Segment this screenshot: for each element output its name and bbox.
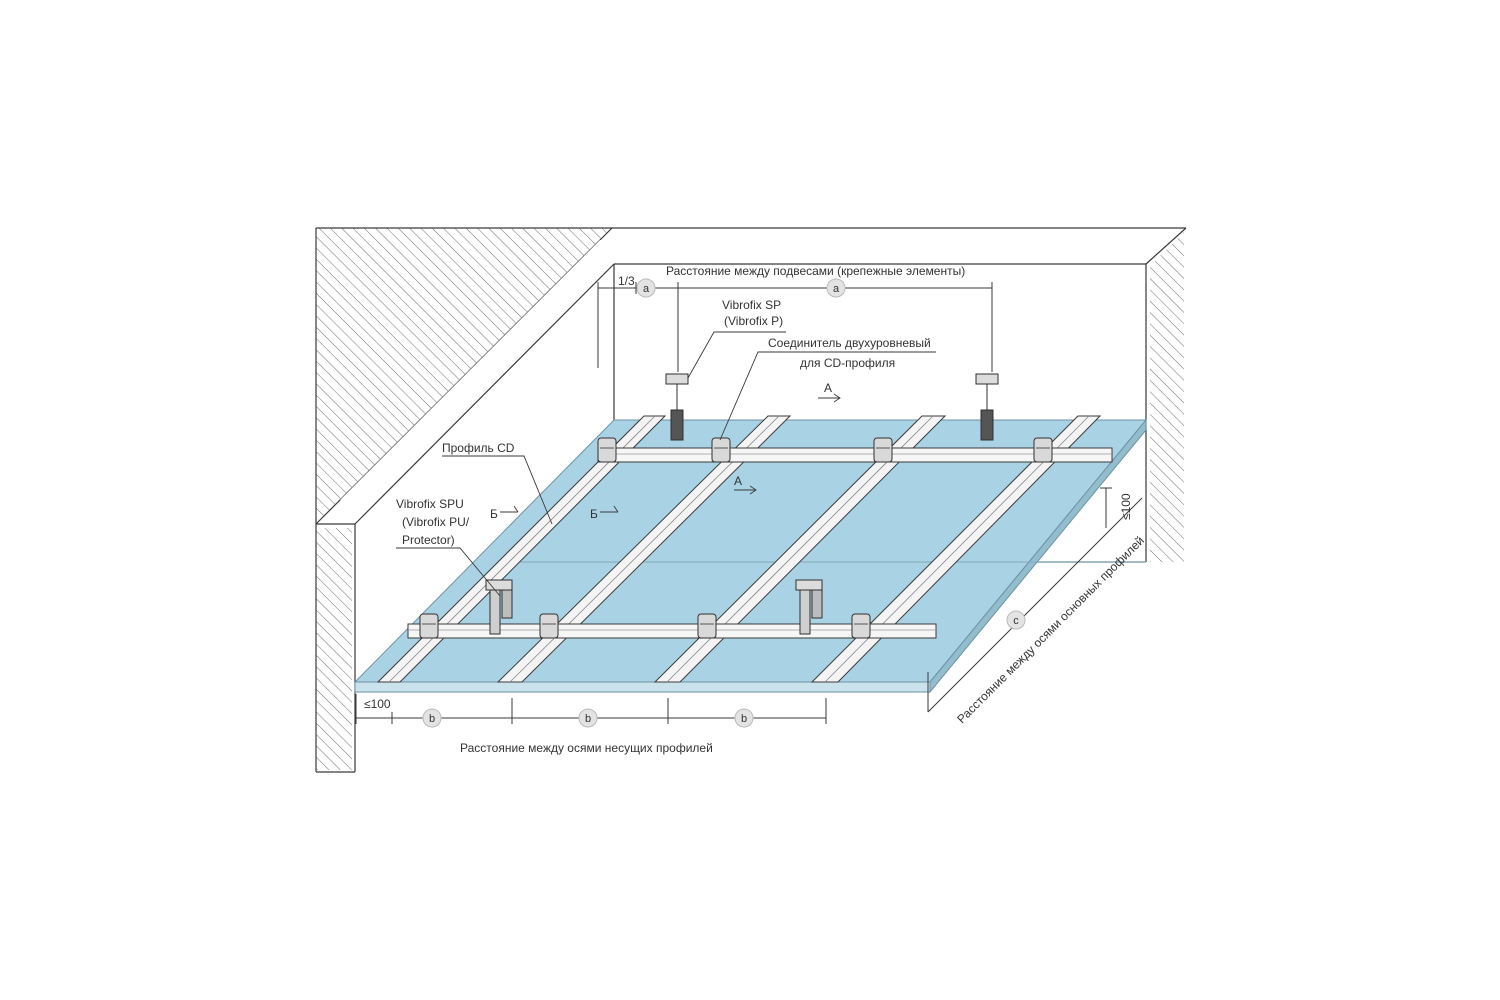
svg-text:b: b <box>741 713 747 725</box>
main-profile <box>810 415 1102 683</box>
wall-hatching <box>316 228 1184 770</box>
section-a-label: А <box>824 381 832 395</box>
right-edge-dimension <box>1100 487 1112 528</box>
connector <box>851 613 871 639</box>
board-right-edge <box>929 418 1147 694</box>
protector-label: Protector) <box>402 533 455 547</box>
vibrofix-spu-spacers <box>485 579 823 635</box>
connector <box>539 613 559 639</box>
top-dimension <box>597 282 993 372</box>
hanger <box>665 373 689 441</box>
svg-text:a: a <box>833 283 840 295</box>
svg-text:b: b <box>429 713 435 725</box>
profile-cd-label: Профиль CD <box>442 441 515 455</box>
connector-label-1: Соединитель двухуровневый <box>768 336 931 350</box>
svg-text:a: a <box>643 283 650 295</box>
section-b-label: Б <box>490 507 498 521</box>
connector <box>697 613 717 639</box>
connector <box>419 613 439 639</box>
diagonal-dimension <box>927 497 1143 713</box>
section-a-label: А <box>734 474 742 488</box>
section-b-label: Б <box>590 507 598 521</box>
vibrofix-pu-label: (Vibrofix PU/ <box>402 515 470 529</box>
vibrofix-sp-label: Vibrofix SP <box>722 298 781 312</box>
hanger-spacing-label: Расстояние между подвесами (крепежные эл… <box>666 264 965 278</box>
main-profiles <box>376 415 1102 683</box>
svg-text:c: c <box>1013 615 1019 627</box>
hanger <box>975 373 999 441</box>
spacer <box>485 579 513 635</box>
right-max-100-label: ≤100 <box>1119 493 1133 520</box>
board-front-edge <box>354 681 931 693</box>
marker-b-2: b <box>578 708 598 728</box>
leader-lines <box>396 331 936 597</box>
bottom-max-100-label: ≤100 <box>364 697 391 711</box>
bearing-spacing-label: Расстояние между осями несущих профилей <box>460 741 713 755</box>
two-level-connectors <box>419 437 1053 639</box>
one-third-label: 1/3 <box>618 274 635 288</box>
connector <box>1033 437 1053 463</box>
connector <box>597 437 617 463</box>
marker-b-1: b <box>422 708 442 728</box>
marker-b-3: b <box>734 708 754 728</box>
marker-c: c <box>1006 610 1026 630</box>
vibrofix-spu-label: Vibrofix SPU <box>396 497 464 511</box>
connector-label-2: для CD-профиля <box>800 356 895 370</box>
connector <box>873 437 893 463</box>
svg-text:b: b <box>585 713 591 725</box>
marker-a-2: a <box>826 278 846 298</box>
connector <box>711 437 731 463</box>
vibrofix-sp-hangers <box>665 373 999 441</box>
vibrofix-p-label: (Vibrofix P) <box>724 314 783 328</box>
marker-a-1: a <box>636 278 656 298</box>
spacer <box>795 579 823 635</box>
